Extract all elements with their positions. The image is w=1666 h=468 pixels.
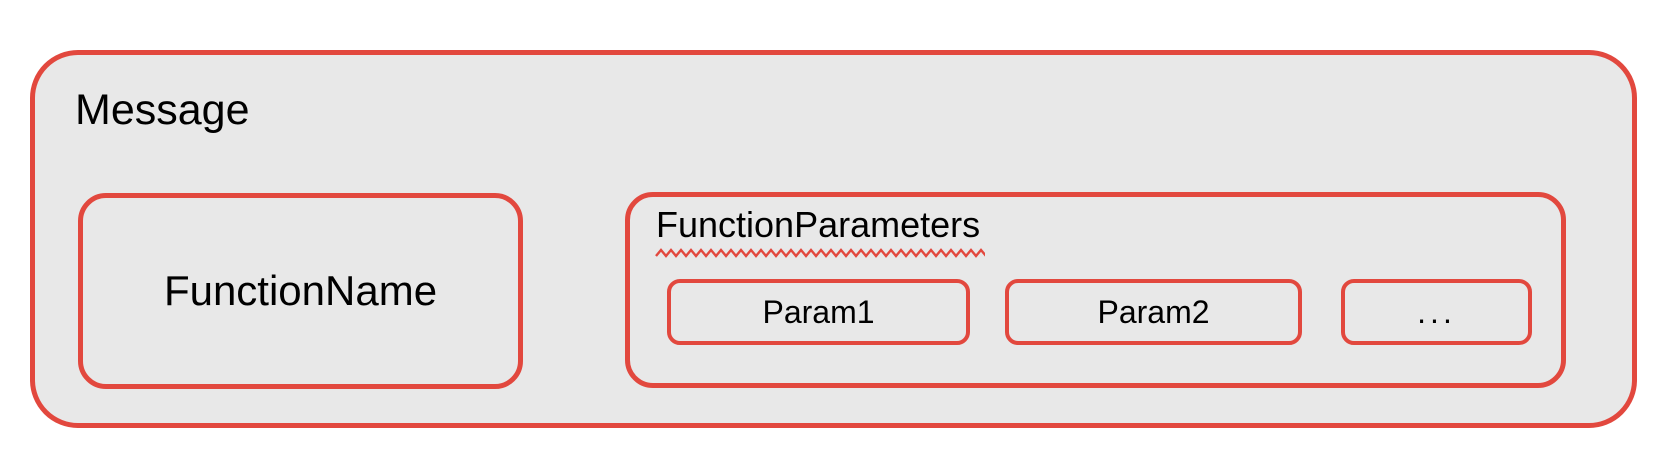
param1-box: Param1 (667, 279, 970, 345)
function-parameters-box: FunctionParameters Param1 Param2 ... (625, 192, 1566, 388)
function-name-box: FunctionName (78, 193, 523, 389)
message-label: Message (75, 86, 250, 134)
param2-label: Param2 (1097, 294, 1210, 330)
ellipsis-box: ... (1341, 279, 1532, 345)
spellcheck-wavy-underline-icon (655, 248, 985, 258)
message-container: Message FunctionName FunctionParameters … (30, 50, 1637, 428)
param1-label: Param1 (762, 294, 875, 330)
param2-box: Param2 (1005, 279, 1302, 345)
function-parameters-label: FunctionParameters (656, 204, 981, 245)
ellipsis-label: ... (1417, 294, 1456, 330)
function-name-label: FunctionName (163, 267, 438, 314)
